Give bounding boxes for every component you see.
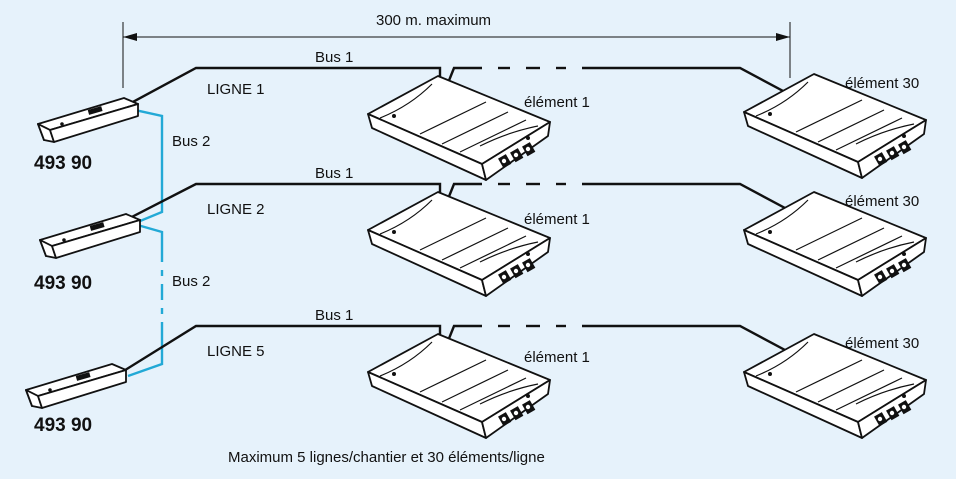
footer-note: Maximum 5 lignes/chantier et 30 éléments…	[228, 449, 545, 466]
line-1-first-element-label: élément 1	[524, 94, 590, 111]
dimension-marker: 300 m. maximum	[122, 12, 791, 88]
line-1-name: LIGNE 1	[207, 81, 265, 98]
line-1-element-1	[367, 75, 551, 181]
interface-module-2	[39, 213, 141, 259]
bus2-wiring	[125, 106, 164, 378]
line-2-bus1-label: Bus 1	[315, 165, 353, 182]
line-2-name: LIGNE 2	[207, 201, 265, 218]
line-5-name: LIGNE 5	[207, 343, 265, 360]
line-1-last-element-label: élément 30	[845, 75, 919, 92]
line-5-first-element-label: élément 1	[524, 349, 590, 366]
interface-ref-2: 493 90	[34, 273, 92, 294]
line-2-first-element-label: élément 1	[524, 211, 590, 228]
dimension-label: 300 m. maximum	[376, 12, 491, 29]
line-5-element-1	[367, 333, 551, 439]
bus2-label-upper: Bus 2	[172, 133, 210, 150]
line-5-bus1-label: Bus 1	[315, 307, 353, 324]
line-2-last-element-label: élément 30	[845, 193, 919, 210]
interface-ref-1: 493 90	[34, 153, 92, 174]
interface-module-3	[25, 363, 127, 409]
interface-ref-3: 493 90	[34, 415, 92, 436]
bus2-label-lower: Bus 2	[172, 273, 210, 290]
line-5-last-element-label: élément 30	[845, 335, 919, 352]
line-2-element-1	[367, 191, 551, 297]
line-1-bus1-label: Bus 1	[315, 49, 353, 66]
interface-module-1	[37, 97, 139, 143]
